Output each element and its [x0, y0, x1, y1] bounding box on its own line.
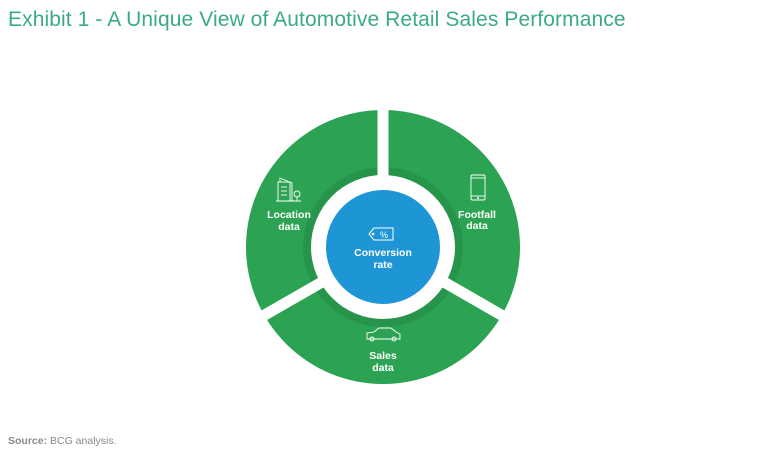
smartphone-icon: [470, 174, 486, 201]
sales-label-line2: data: [372, 362, 394, 374]
source-note: Source: BCG analysis.: [8, 435, 117, 447]
price-tag-percent-icon: [368, 227, 394, 241]
exhibit-title: Exhibit 1 - A Unique View of Automotive …: [8, 8, 626, 31]
source-label: Source:: [8, 435, 48, 447]
location-label-line2: data: [278, 221, 300, 233]
center-label-line2: rate: [373, 259, 392, 271]
buildings-icon: [276, 177, 301, 202]
footfall-label-line2: data: [466, 220, 488, 232]
location-label-line1: Location: [267, 209, 311, 221]
center-label-line1: Conversion: [354, 247, 412, 259]
source-text: BCG analysis.: [50, 435, 117, 447]
car-icon: [366, 327, 401, 342]
center-circle: [326, 190, 440, 304]
percent-glyph: %: [380, 230, 388, 240]
sales-label-line1: Sales: [369, 350, 397, 362]
footfall-label-line1: Footfall: [458, 209, 496, 221]
